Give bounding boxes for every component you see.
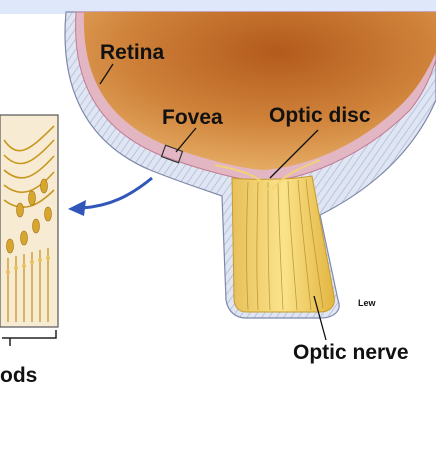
artist-signature: Lew xyxy=(358,298,376,308)
retina-inset xyxy=(0,114,59,328)
nerve-fibers xyxy=(246,178,324,311)
label-optic-nerve: Optic nerve xyxy=(293,341,409,364)
magnify-arrow-icon xyxy=(81,176,153,210)
leader-lines xyxy=(99,63,327,341)
converging-fibers xyxy=(214,159,321,191)
rods-bracket xyxy=(2,330,57,346)
top-band xyxy=(0,0,436,14)
eye-interior xyxy=(83,12,436,170)
label-fovea: Fovea xyxy=(162,106,223,129)
label-optic-disc: Optic disc xyxy=(269,104,371,127)
fovea-box xyxy=(160,144,184,164)
label-retina: Retina xyxy=(100,41,165,64)
label-rods: ods xyxy=(0,364,38,387)
